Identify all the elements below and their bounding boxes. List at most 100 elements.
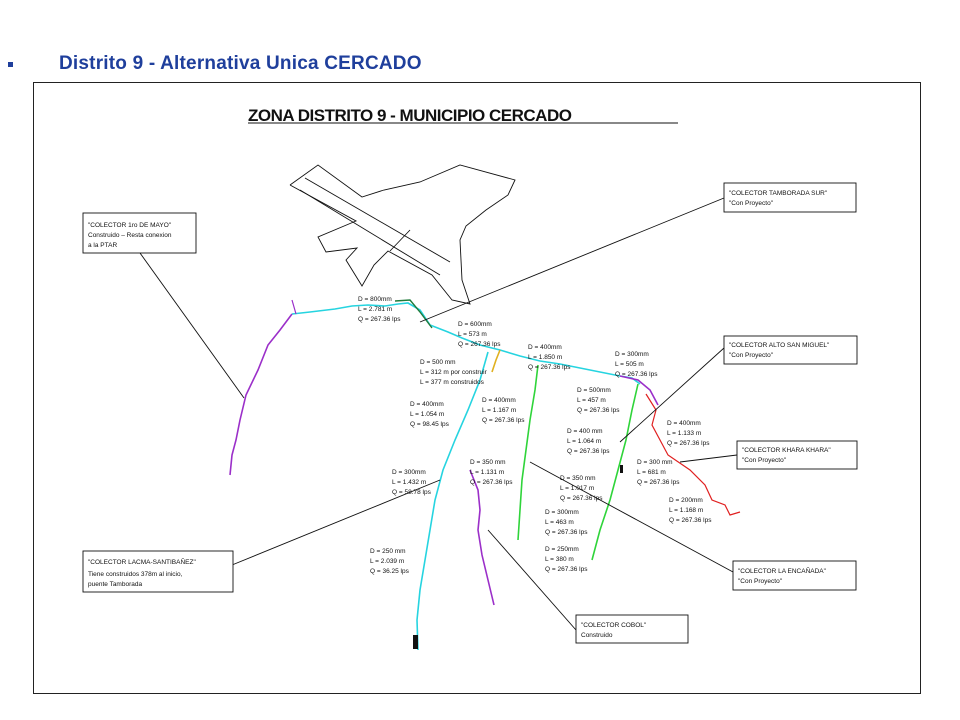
svg-text:"COLECTOR LA ENCAÑADA": "COLECTOR LA ENCAÑADA" <box>738 566 827 575</box>
svg-text:Q = 267.36 lps: Q = 267.36 lps <box>528 364 571 371</box>
svg-text:L = 1.017 m: L = 1.017 m <box>560 485 594 492</box>
map-title: ZONA DISTRITO 9 - MUNICIPIO CERCADO <box>248 106 572 125</box>
svg-text:Q = 267.36 lps: Q = 267.36 lps <box>358 316 401 323</box>
pipe-green-center <box>517 364 539 541</box>
callout-la-encanada: "COLECTOR LA ENCAÑADA" "Con Proyecto" <box>732 560 857 591</box>
segment-label-s4: D = 300mm L = 505 m Q = 267.36 lps <box>615 351 658 378</box>
pipe-cobol <box>469 469 495 606</box>
svg-text:D = 250mm: D = 250mm <box>545 546 579 553</box>
segment-label-s16: D = 300mm L = 463 m Q = 267.36 lps <box>545 509 588 536</box>
callout-tamborada-sur: "COLECTOR TAMBORADA SUR" "Con Proyecto" <box>723 182 857 213</box>
svg-text:L = 380 m: L = 380 m <box>545 556 574 563</box>
svg-text:Q = 267.36 lps: Q = 267.36 lps <box>470 479 513 486</box>
pipe-orange <box>491 349 501 373</box>
svg-text:"COLECTOR 1ro DE MAYO": "COLECTOR 1ro DE MAYO" <box>88 222 172 229</box>
svg-text:L = 457 m: L = 457 m <box>577 397 606 404</box>
callout-1-de-mayo: "COLECTOR 1ro DE MAYO" Construido – Rest… <box>82 212 197 254</box>
svg-text:D = 200mm: D = 200mm <box>669 497 703 504</box>
svg-text:D = 800mm: D = 800mm <box>358 296 392 303</box>
svg-text:D = 400 mm: D = 400 mm <box>567 428 603 435</box>
svg-text:D = 300 mm: D = 300 mm <box>637 459 673 466</box>
svg-text:Construido: Construido <box>581 632 613 639</box>
svg-text:D = 350 mm: D = 350 mm <box>470 459 506 466</box>
svg-text:D = 350 mm: D = 350 mm <box>560 475 596 482</box>
svg-text:L = 1.167 m: L = 1.167 m <box>482 407 516 414</box>
svg-text:L = 681 m: L = 681 m <box>637 469 666 476</box>
pipe-lacma <box>416 351 489 651</box>
svg-text:Construido – Resta conexion: Construido – Resta conexion <box>88 232 172 239</box>
pipe-1-de-mayo <box>229 313 293 476</box>
svg-text:L = 1.064 m: L = 1.064 m <box>567 438 601 445</box>
slide-title: Distrito 9 - Alternativa Unica CERCADO <box>8 52 422 76</box>
svg-text:D = 400mm: D = 400mm <box>528 344 562 351</box>
svg-text:D = 300mm: D = 300mm <box>615 351 649 358</box>
segment-labels: D = 800mm L = 2.781 m Q = 267.36 lps D = 6… <box>358 296 712 575</box>
pipe-khara-khara <box>645 393 741 516</box>
svg-text:"COLECTOR KHARA KHARA": "COLECTOR KHARA KHARA" <box>742 447 831 454</box>
svg-text:Q = 36.25 lps: Q = 36.25 lps <box>370 568 410 575</box>
svg-text:"Con Proyecto": "Con Proyecto" <box>729 352 774 359</box>
svg-text:"Con Proyecto": "Con Proyecto" <box>738 578 783 585</box>
segment-label-s5: D = 500 mm L = 312 m por construir L = 377… <box>420 359 488 386</box>
svg-text:D = 400mm: D = 400mm <box>410 401 444 408</box>
pipe-alto-san-miguel <box>619 375 659 406</box>
svg-text:L = 1.133 m: L = 1.133 m <box>667 430 701 437</box>
svg-text:L = 505 m: L = 505 m <box>615 361 644 368</box>
svg-text:Q = 267.36 lps: Q = 267.36 lps <box>615 371 658 378</box>
svg-text:"COLECTOR ALTO SAN MIGUEL": "COLECTOR ALTO SAN MIGUEL" <box>729 342 830 349</box>
svg-text:L = 312 m por construir: L = 312 m por construir <box>420 369 488 376</box>
svg-text:Q = 267.36 lps: Q = 267.36 lps <box>482 417 525 424</box>
segment-label-s18: D = 250 mm L = 2.039 m Q = 36.25 lps <box>370 548 410 575</box>
svg-text:D = 250 mm: D = 250 mm <box>370 548 406 555</box>
segment-label-s8: D = 400mm L = 1.167 m Q = 267.36 lps <box>482 397 525 424</box>
slide-title-text: Distrito 9 - Alternativa Unica CERCADO <box>59 53 422 74</box>
svg-text:"COLECTOR COBOL": "COLECTOR COBOL" <box>581 622 647 629</box>
svg-text:L = 2.039 m: L = 2.039 m <box>370 558 404 565</box>
svg-text:L = 2.781 m: L = 2.781 m <box>358 306 392 313</box>
svg-text:D = 500 mm: D = 500 mm <box>420 359 456 366</box>
svg-text:D = 400mm: D = 400mm <box>482 397 516 404</box>
svg-text:"Con Proyecto": "Con Proyecto" <box>742 457 787 464</box>
svg-text:L = 573 m: L = 573 m <box>458 331 487 338</box>
airport-outline <box>289 164 516 305</box>
svg-text:D = 500mm: D = 500mm <box>577 387 611 394</box>
bullet-icon <box>8 61 13 67</box>
segment-label-s13: D = 350 mm L = 1.017 m Q = 267.36 lps <box>560 475 603 502</box>
leader-lines <box>139 197 738 631</box>
svg-text:Q = 267.36 lps: Q = 267.36 lps <box>667 440 710 447</box>
segment-label-s15: D = 200mm L = 1.168 m Q = 267.36 lps <box>669 497 712 524</box>
svg-text:puente Tamborada: puente Tamborada <box>88 581 142 588</box>
svg-text:L = 377 m construidos: L = 377 m construidos <box>420 379 485 386</box>
svg-text:L = 463 m: L = 463 m <box>545 519 574 526</box>
segment-label-s14: D = 300 mmL = 681 mQ = 267.36 lps <box>637 459 680 486</box>
svg-text:Q = 267.36 lps: Q = 267.36 lps <box>545 529 588 536</box>
segment-label-s9: D = 400 mm L = 1.064 m Q = 267.36 lps <box>567 428 610 455</box>
svg-text:Q = 267.36 lps: Q = 267.36 lps <box>458 341 501 348</box>
segment-label-s1: D = 800mm L = 2.781 m Q = 267.36 lps <box>358 296 401 323</box>
segment-label-s11: D = 350 mm L = 1.131 m Q = 267.36 lps <box>470 459 513 486</box>
callout-lacma-santibanez: "COLECTOR LACMA-SANTIBAÑEZ" Tiene constr… <box>82 550 234 593</box>
svg-text:L = 1.131 m: L = 1.131 m <box>470 469 504 476</box>
svg-text:D = 300mm: D = 300mm <box>545 509 579 516</box>
svg-text:Q = 267.36 lps: Q = 267.36 lps <box>545 566 588 573</box>
segment-label-s2: D = 600mm L = 573 m Q = 267.36 lps <box>458 321 501 348</box>
pipe-main-trunk <box>291 302 641 385</box>
svg-text:Q = 58.78 lps: Q = 58.78 lps <box>392 489 432 496</box>
svg-text:"COLECTOR TAMBORADA SUR": "COLECTOR TAMBORADA SUR" <box>729 190 828 197</box>
svg-text:L = 1.054 m: L = 1.054 m <box>410 411 444 418</box>
svg-text:L = 1.168 m: L = 1.168 m <box>669 507 703 514</box>
svg-text:D = 600mm: D = 600mm <box>458 321 492 328</box>
svg-text:L = 1.850 m: L = 1.850 m <box>528 354 562 361</box>
outlet-marker <box>413 635 418 649</box>
segment-label-s17: D = 250mm L = 380 m Q = 267.36 lps <box>545 546 588 573</box>
svg-text:"COLECTOR LACMA-SANTIBAÑEZ": "COLECTOR LACMA-SANTIBAÑEZ" <box>88 557 196 566</box>
callout-khara-khara: "COLECTOR KHARA KHARA" "Con Proyecto" <box>736 440 858 470</box>
svg-text:Q = 267.36 lps: Q = 267.36 lps <box>567 448 610 455</box>
svg-text:Q = 267.36 lps: Q = 267.36 lps <box>560 495 603 502</box>
svg-text:Q = 267.36 lps: Q = 267.36 lps <box>669 517 712 524</box>
